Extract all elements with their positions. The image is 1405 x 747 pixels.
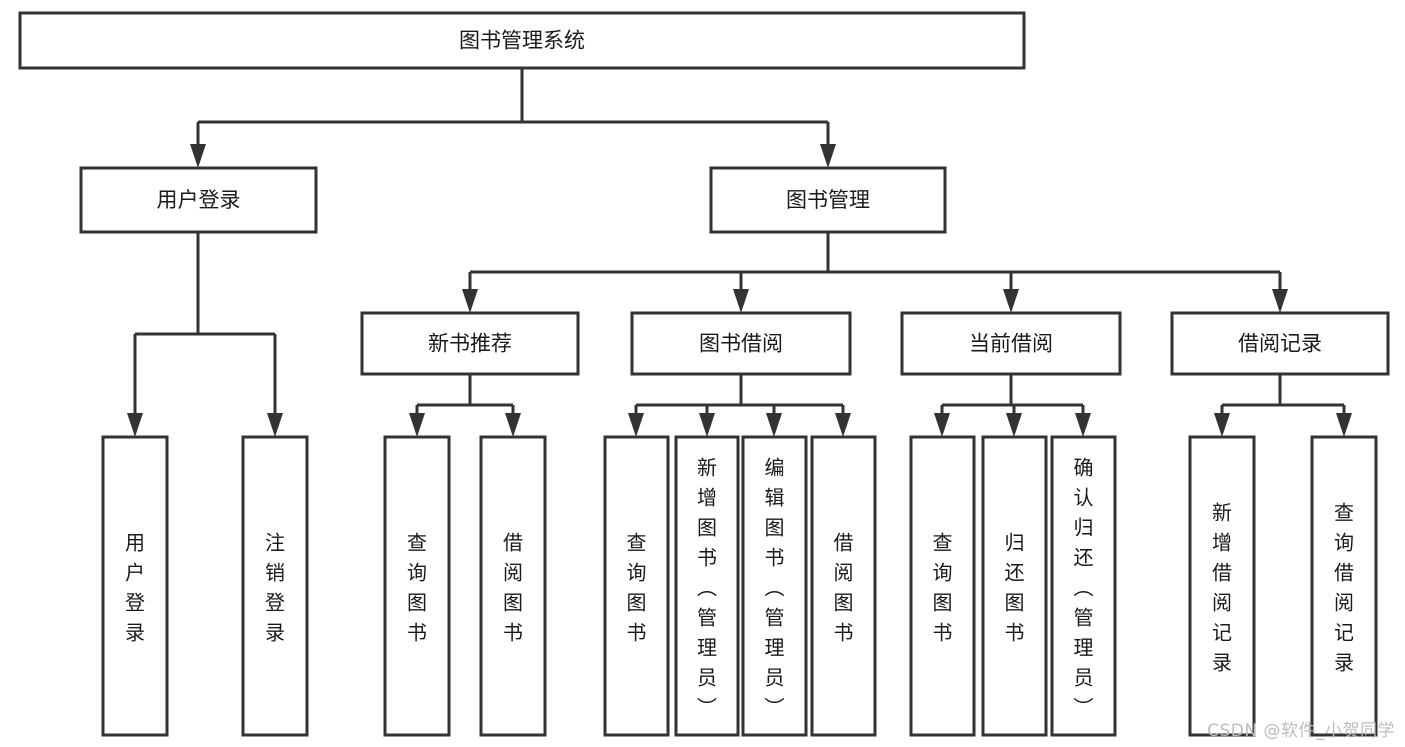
arrow-to-leaf-return-book (1006, 405, 1022, 437)
bus-book-borrow (636, 374, 843, 407)
node-book-borrow[interactable]: 图书借阅 (630, 311, 852, 376)
connector-layer (127, 68, 1352, 437)
bus-user-login (135, 232, 275, 336)
node-borrow-record[interactable]: 借阅记录 (1170, 311, 1390, 376)
leaf-label: 查询图书 (627, 530, 647, 644)
node-label: 借阅记录 (1238, 332, 1322, 356)
csdn-watermark: CSDN @软件_小贺同学 (1207, 721, 1395, 741)
node-leaf-query-book-2[interactable]: 查询图书 (603, 435, 670, 737)
leaf-label: 注销登录 (265, 530, 285, 644)
leaf-label: 用户登录 (125, 530, 145, 644)
arrow-to-leaf-add-book (699, 405, 715, 437)
leaf-label: 编辑图书︵管理员︶ (765, 455, 785, 719)
bus-root (198, 68, 828, 124)
node-leaf-query-book-3[interactable]: 查询图书 (909, 435, 976, 737)
arrow-to-new-book-rec (462, 272, 478, 313)
node-leaf-confirm-return[interactable]: 确认归还︵管理员︶ (1050, 435, 1117, 737)
node-leaf-user-login[interactable]: 用户登录 (101, 435, 169, 737)
leaf-label: 查询图书 (407, 530, 427, 644)
node-leaf-edit-book[interactable]: 编辑图书︵管理员︶ (741, 435, 808, 737)
node-label: 用户登录 (157, 188, 241, 212)
node-layer: 图书管理系统用户登录图书管理新书推荐图书借阅当前借阅借阅记录用户登录注销登录查询… (18, 11, 1390, 737)
arrow-to-leaf-user-logout (267, 334, 283, 437)
node-label: 新书推荐 (428, 332, 512, 356)
arrow-to-leaf-user-login (127, 334, 143, 437)
node-label: 图书管理 (786, 188, 870, 212)
node-current-borrow[interactable]: 当前借阅 (900, 311, 1122, 376)
node-book-manage[interactable]: 图书管理 (709, 166, 947, 234)
arrow-to-leaf-query-book-1 (409, 405, 425, 437)
node-label: 当前借阅 (969, 332, 1053, 356)
leaf-label: 借阅图书 (503, 530, 523, 644)
arrow-to-leaf-borrow-book-2 (835, 405, 851, 437)
node-leaf-query-record[interactable]: 查询借阅记录 (1310, 435, 1378, 737)
arrow-to-current-borrow (1003, 272, 1019, 313)
node-leaf-borrow-book-1[interactable]: 借阅图书 (479, 435, 547, 737)
node-user-login[interactable]: 用户登录 (79, 166, 318, 234)
leaf-label: 借阅图书 (834, 530, 854, 644)
arrow-to-leaf-confirm-return (1075, 405, 1091, 437)
node-root[interactable]: 图书管理系统 (18, 11, 1026, 70)
bus-current-borrow (942, 374, 1083, 407)
node-leaf-add-record[interactable]: 新增借阅记录 (1188, 435, 1256, 737)
node-label: 图书借阅 (699, 332, 783, 356)
node-leaf-user-logout[interactable]: 注销登录 (241, 435, 309, 737)
arrow-to-borrow-record (1272, 272, 1288, 313)
leaf-label: 查询图书 (933, 530, 953, 644)
arrow-to-leaf-borrow-book-1 (505, 405, 521, 437)
node-leaf-borrow-book-2[interactable]: 借阅图书 (810, 435, 877, 737)
node-new-book-rec[interactable]: 新书推荐 (360, 311, 580, 376)
arrow-to-book-borrow (733, 272, 749, 313)
bus-borrow-record (1222, 374, 1344, 407)
node-leaf-query-book-1[interactable]: 查询图书 (383, 435, 451, 737)
arrow-to-user-login (190, 122, 206, 168)
arrow-to-leaf-add-record (1214, 405, 1230, 437)
node-label: 图书管理系统 (459, 29, 585, 53)
arrow-to-leaf-query-book-2 (628, 405, 644, 437)
leaf-label: 归还图书 (1005, 530, 1025, 644)
leaf-label: 查询借阅记录 (1334, 500, 1354, 674)
node-leaf-add-book[interactable]: 新增图书︵管理员︶ (674, 435, 740, 737)
leaf-label: 确认归还︵管理员︶ (1074, 455, 1094, 719)
leaf-label: 新增借阅记录 (1212, 500, 1232, 674)
arrow-to-leaf-query-record (1336, 405, 1352, 437)
arrow-to-book-manage (820, 122, 836, 168)
leaf-label: 新增图书︵管理员︶ (697, 455, 717, 719)
bus-new-book-rec (417, 374, 513, 407)
arrow-to-leaf-edit-book (766, 405, 782, 437)
bus-book-manage (470, 232, 1280, 274)
arrow-to-leaf-query-book-3 (934, 405, 950, 437)
node-leaf-return-book[interactable]: 归还图书 (981, 435, 1048, 737)
